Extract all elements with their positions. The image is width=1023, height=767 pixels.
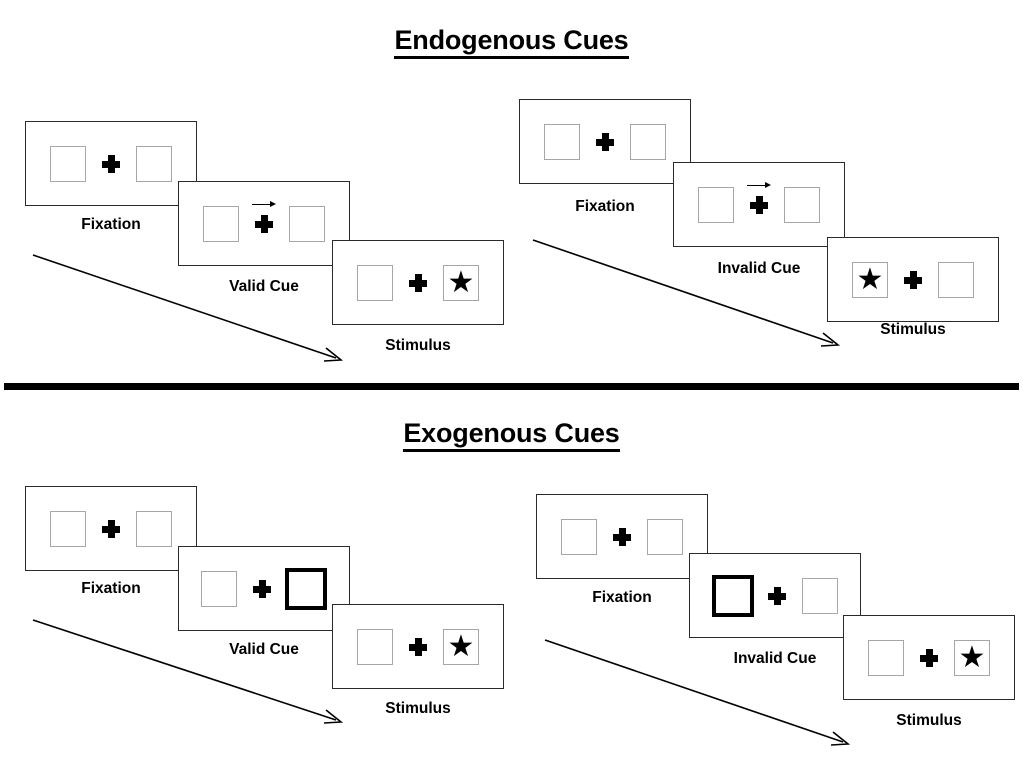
fixation-cross-icon xyxy=(252,200,276,233)
panel-endogenous-valid-cue[interactable] xyxy=(178,181,350,266)
left-box[interactable] xyxy=(357,264,393,301)
right-box[interactable] xyxy=(802,577,838,614)
fixation-cross-icon xyxy=(747,181,771,214)
star-icon: ★ xyxy=(958,639,986,675)
star-icon: ★ xyxy=(447,264,475,300)
panel-exogenous-invalid-cue[interactable] xyxy=(689,553,861,638)
right-box[interactable] xyxy=(136,510,172,547)
section-divider xyxy=(4,383,1019,390)
panel-content: ★ xyxy=(357,264,479,301)
panel-label-endogenous-valid-fixation: Fixation xyxy=(81,216,141,233)
arrow-right-icon xyxy=(252,200,276,208)
panel-label-exogenous-invalid-cue: Invalid Cue xyxy=(733,650,817,667)
left-box[interactable] xyxy=(357,628,393,665)
panel-content xyxy=(561,518,683,555)
fixation-cross-icon xyxy=(102,154,120,173)
panel-content xyxy=(203,200,325,242)
fixation-cross-icon xyxy=(409,273,427,292)
right-box[interactable]: ★ xyxy=(443,264,479,301)
panel-label-endogenous-valid-stimulus: Stimulus xyxy=(385,337,451,354)
star-icon: ★ xyxy=(447,628,475,664)
left-box[interactable] xyxy=(203,205,239,242)
left-box[interactable] xyxy=(561,518,597,555)
panel-endogenous-invalid-fixation[interactable] xyxy=(519,99,691,184)
left-box[interactable] xyxy=(868,639,904,676)
panel-label-endogenous-invalid-cue: Invalid Cue xyxy=(717,260,801,277)
section-title-exogenous-text: Exogenous Cues xyxy=(403,418,620,452)
panel-exogenous-invalid-stimulus[interactable]: ★ xyxy=(843,615,1015,700)
panel-label-exogenous-invalid-stimulus: Stimulus xyxy=(896,712,962,729)
fixation-cross-icon xyxy=(102,519,120,538)
right-box[interactable] xyxy=(289,205,325,242)
panel-endogenous-valid-stimulus[interactable]: ★ xyxy=(332,240,504,325)
section-title-endogenous-text: Endogenous Cues xyxy=(394,25,629,59)
arrow-right-icon xyxy=(747,181,771,189)
panel-exogenous-valid-stimulus[interactable]: ★ xyxy=(332,604,504,689)
right-box[interactable] xyxy=(136,145,172,182)
right-box[interactable] xyxy=(647,518,683,555)
panel-content xyxy=(50,145,172,182)
panel-content xyxy=(201,567,327,610)
panel-content xyxy=(712,574,838,617)
fixation-cross-icon xyxy=(613,527,631,546)
right-box[interactable] xyxy=(938,261,974,298)
fixation-cross-icon xyxy=(904,270,922,289)
right-box[interactable] xyxy=(630,123,666,160)
panel-label-exogenous-valid-cue: Valid Cue xyxy=(229,641,299,658)
fixation-cross-icon xyxy=(596,132,614,151)
panel-label-endogenous-invalid-fixation: Fixation xyxy=(575,198,635,215)
right-box[interactable]: ★ xyxy=(954,639,990,676)
left-box[interactable] xyxy=(544,123,580,160)
panel-label-exogenous-invalid-fixation: Fixation xyxy=(592,589,652,606)
panel-exogenous-invalid-fixation[interactable] xyxy=(536,494,708,579)
panel-content: ★ xyxy=(852,261,974,298)
panel-label-exogenous-valid-stimulus: Stimulus xyxy=(385,700,451,717)
left-box[interactable] xyxy=(50,145,86,182)
panel-label-endogenous-valid-cue: Valid Cue xyxy=(229,278,299,295)
right-box-cue-highlight[interactable] xyxy=(285,567,327,610)
panel-endogenous-invalid-stimulus[interactable]: ★ xyxy=(827,237,999,322)
right-box[interactable]: ★ xyxy=(443,628,479,665)
panel-content: ★ xyxy=(868,639,990,676)
right-box[interactable] xyxy=(784,186,820,223)
left-box[interactable] xyxy=(698,186,734,223)
panel-endogenous-invalid-cue[interactable] xyxy=(673,162,845,247)
panel-label-exogenous-valid-fixation: Fixation xyxy=(81,580,141,597)
panel-endogenous-valid-fixation[interactable] xyxy=(25,121,197,206)
left-box[interactable] xyxy=(50,510,86,547)
panel-label-endogenous-invalid-stimulus: Stimulus xyxy=(880,321,946,338)
star-icon: ★ xyxy=(856,261,884,297)
panel-content xyxy=(50,510,172,547)
section-title-exogenous: Exogenous Cues xyxy=(0,418,1023,452)
panel-content xyxy=(544,123,666,160)
fixation-cross-icon xyxy=(409,637,427,656)
panel-exogenous-valid-fixation[interactable] xyxy=(25,486,197,571)
left-box[interactable]: ★ xyxy=(852,261,888,298)
left-box-cue-highlight[interactable] xyxy=(712,574,754,617)
panel-content: ★ xyxy=(357,628,479,665)
panel-exogenous-valid-cue[interactable] xyxy=(178,546,350,631)
fixation-cross-icon xyxy=(253,579,271,598)
fixation-cross-icon xyxy=(768,586,786,605)
left-box[interactable] xyxy=(201,570,237,607)
panel-content xyxy=(698,181,820,223)
section-title-endogenous: Endogenous Cues xyxy=(0,25,1023,59)
fixation-cross-icon xyxy=(920,648,938,667)
